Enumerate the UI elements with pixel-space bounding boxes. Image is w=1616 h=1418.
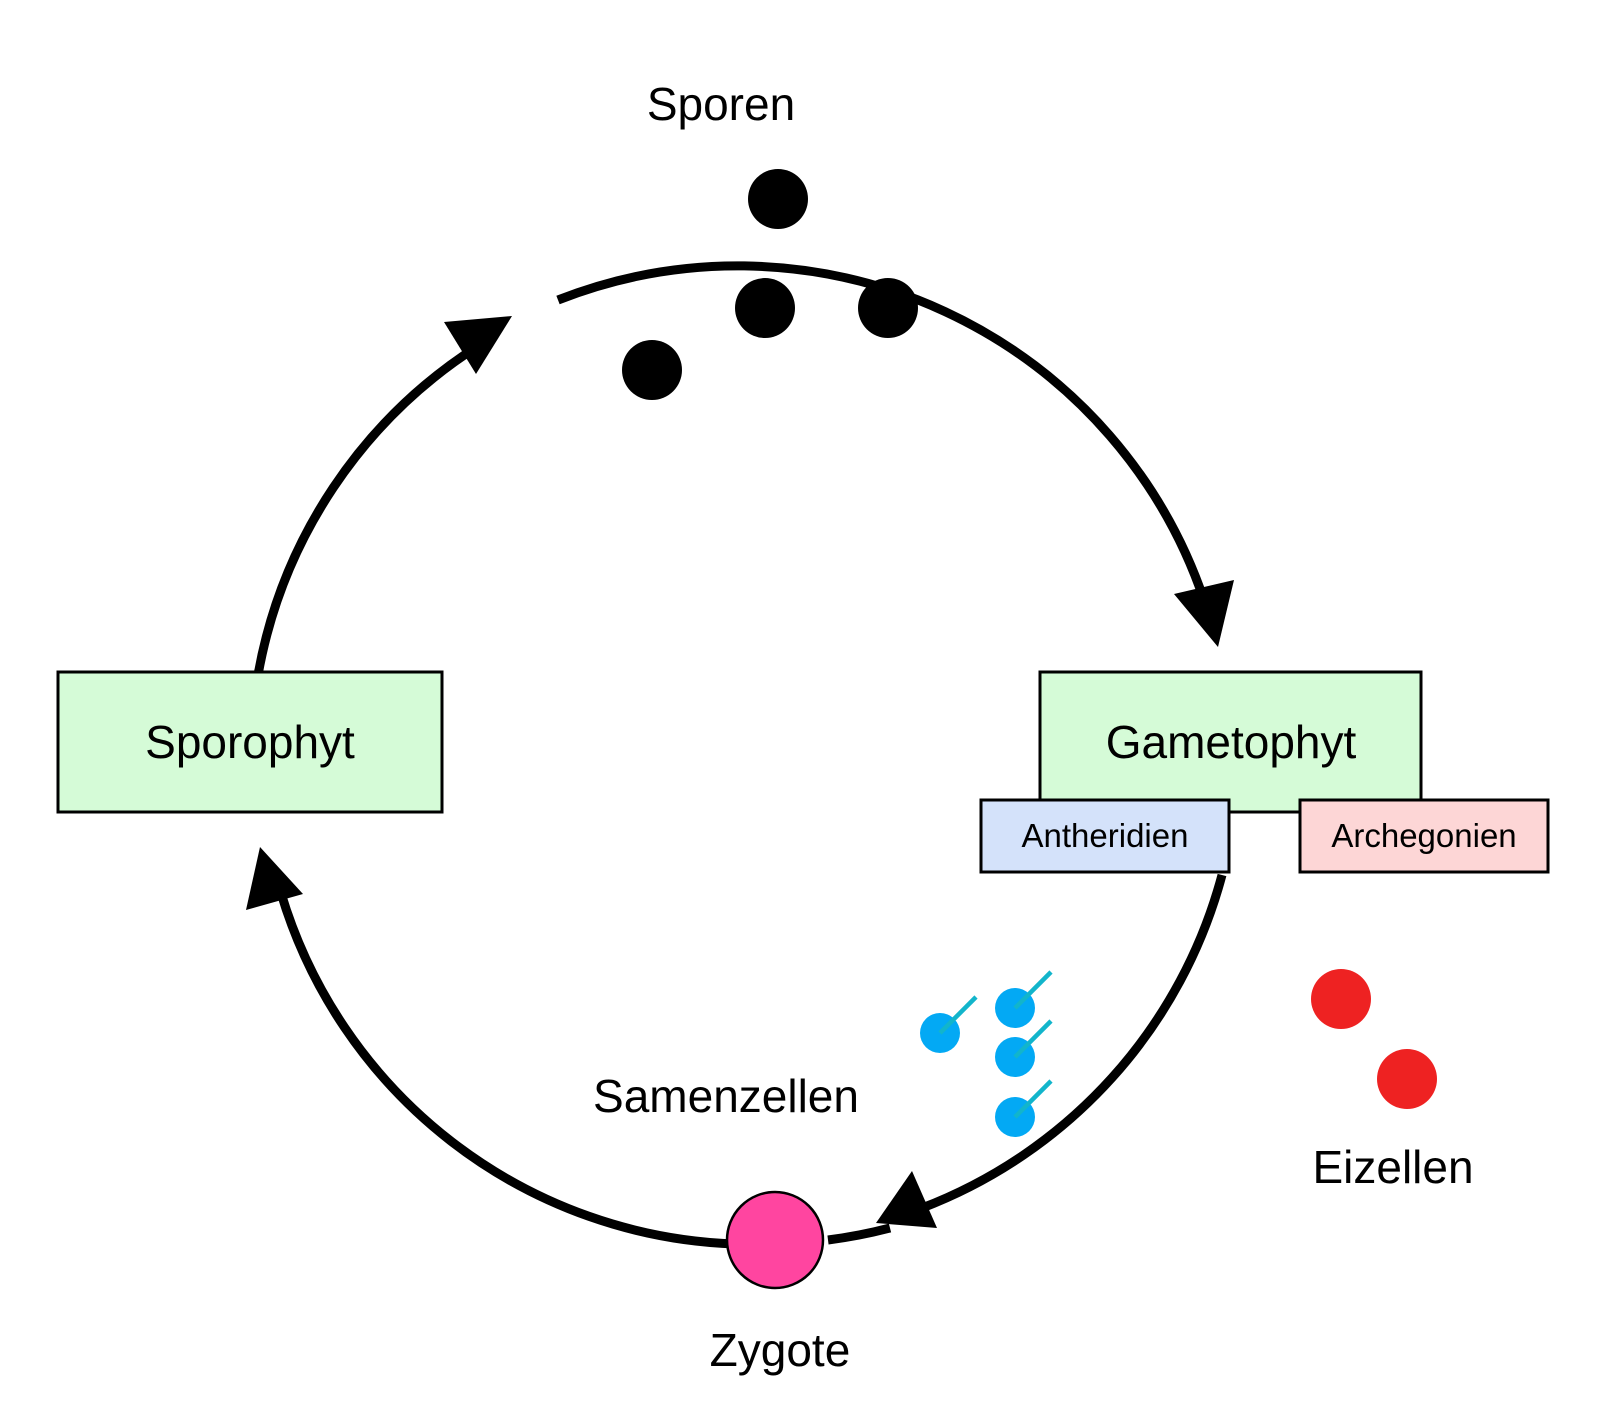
sperm-tail xyxy=(1013,970,1053,1010)
arc-zygote-segment xyxy=(827,1223,892,1245)
arrowhead-to-spores-icon xyxy=(444,316,512,374)
antheridia-box-rect xyxy=(979,798,1231,874)
sperm-tail xyxy=(1013,1019,1053,1059)
egg-cells xyxy=(1311,969,1437,1109)
cycle-arrows xyxy=(253,261,1227,1249)
zygote-cell xyxy=(725,1190,825,1290)
arc-sporophyte-to-spores xyxy=(253,342,481,676)
spore-cell xyxy=(748,169,808,229)
sperm-cells xyxy=(920,970,1053,1137)
arc-spores-to-gametophyte xyxy=(556,261,1209,602)
sperm-cell xyxy=(995,1079,1053,1137)
spores xyxy=(622,169,918,400)
egg-cell xyxy=(1311,969,1371,1029)
spores-label: Sporen xyxy=(647,78,795,130)
zygote-label: Zygote xyxy=(710,1324,851,1376)
gametophyte-box: Gametophyt xyxy=(1038,670,1423,814)
arrowhead-to-sporophyte-icon xyxy=(246,847,303,910)
archegonia-label: Archegonien xyxy=(1331,817,1516,854)
sperm-cell xyxy=(995,970,1053,1028)
arrowhead-to-gametophyte-icon xyxy=(1174,580,1234,647)
spore-cell xyxy=(858,278,918,338)
sperm-cells-label: Samenzellen xyxy=(593,1070,859,1122)
antheridia-box: Antheridien xyxy=(979,798,1231,874)
egg-cell xyxy=(1377,1049,1437,1109)
spore-cell xyxy=(735,278,795,338)
sperm-cell xyxy=(995,1019,1053,1077)
antheridia-label: Antheridien xyxy=(1022,817,1189,854)
gametophyte-box-rect xyxy=(1038,670,1423,814)
archegonia-box-rect xyxy=(1298,798,1550,874)
arrowheads xyxy=(246,316,1234,1228)
sporophyte-box-rect xyxy=(56,670,444,814)
spore-cell xyxy=(622,340,682,400)
archegonia-box: Archegonien xyxy=(1298,798,1550,874)
sporophyte-box: Sporophyt xyxy=(56,670,444,814)
gametophyte-label: Gametophyt xyxy=(1106,716,1357,768)
sperm-tail xyxy=(938,995,978,1035)
sperm-tail xyxy=(1013,1079,1053,1119)
arc-antheridia-to-zygote xyxy=(920,873,1227,1213)
sperm-cell xyxy=(920,995,978,1053)
sporophyte-label: Sporophyt xyxy=(145,716,355,768)
arc-zygote-to-sporophyte xyxy=(276,891,736,1249)
arrowhead-to-zygote-icon xyxy=(876,1171,937,1228)
egg-cells-label: Eizellen xyxy=(1312,1141,1473,1193)
